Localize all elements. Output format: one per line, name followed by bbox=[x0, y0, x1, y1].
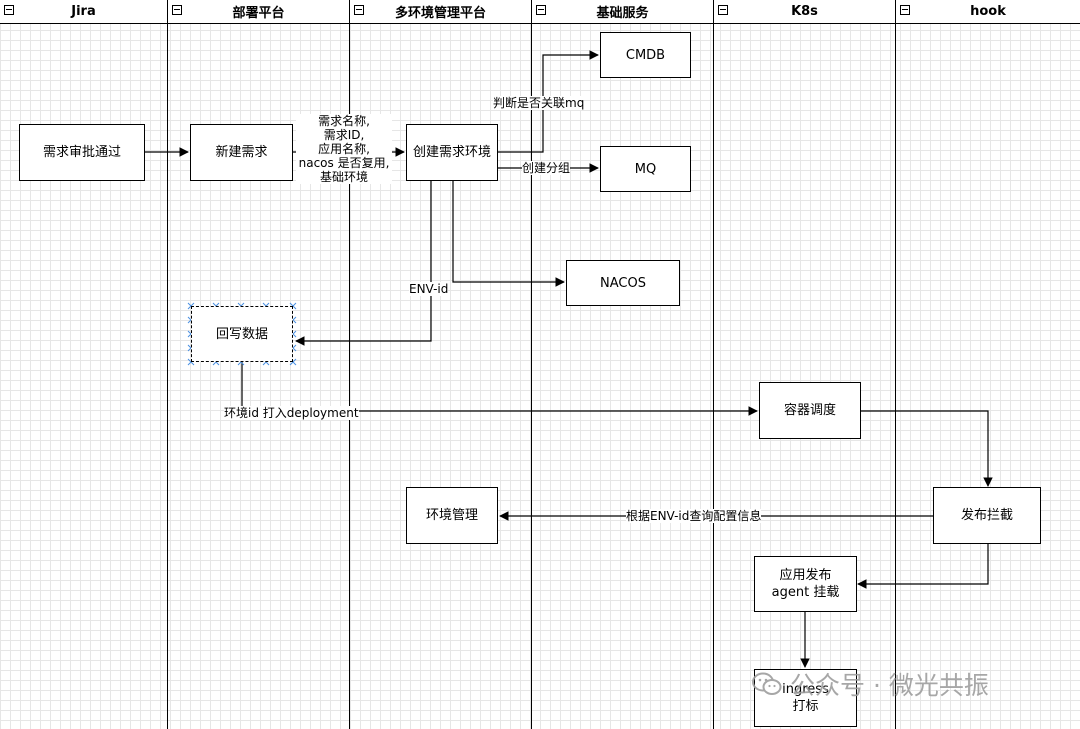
label-env-id: ENV-id bbox=[409, 282, 449, 296]
lane-title: 多环境管理平台 bbox=[394, 6, 486, 21]
label-inject-deployment: 环境id 打入deployment bbox=[224, 406, 359, 420]
lane-header-base-services[interactable]: 基础服务 bbox=[532, 0, 713, 24]
label-check-mq: 判断是否关联mq bbox=[493, 96, 585, 110]
lane-divider-3 bbox=[531, 0, 532, 729]
lane-title: Jira bbox=[71, 4, 96, 19]
lane-divider-2 bbox=[349, 0, 350, 729]
collapse-icon[interactable] bbox=[536, 5, 546, 15]
lane-divider-5 bbox=[895, 0, 896, 729]
lane-title: 部署平台 bbox=[232, 6, 285, 21]
lane-header-k8s[interactable]: K8s bbox=[714, 0, 895, 24]
node-env-manage[interactable]: 环境管理 bbox=[406, 487, 498, 544]
node-write-back[interactable]: 回写数据 bbox=[191, 306, 293, 362]
edge-schedule-to-intercept[interactable] bbox=[861, 410, 993, 487]
edge-create-to-writeback[interactable] bbox=[295, 180, 432, 346]
lane-title: 基础服务 bbox=[596, 6, 649, 21]
node-nacos[interactable]: NACOS bbox=[566, 260, 680, 306]
node-app-publish[interactable]: 应用发布 agent 挂载 bbox=[754, 556, 857, 612]
wechat-icon bbox=[752, 672, 782, 695]
node-new-demand[interactable]: 新建需求 bbox=[190, 124, 293, 181]
node-cmdb[interactable]: CMDB bbox=[600, 32, 691, 78]
label-demand-params: 需求名称, 需求ID, 应用名称, nacos 是否复用, 基础环境 bbox=[296, 114, 392, 184]
lane-divider-4 bbox=[713, 0, 714, 729]
lane-title: hook bbox=[970, 4, 1006, 19]
label-query-config: 根据ENV-id查询配置信息 bbox=[626, 509, 762, 523]
node-jira-approve[interactable]: 需求审批通过 bbox=[19, 124, 145, 181]
lane-header-multi-env-platform[interactable]: 多环境管理平台 bbox=[350, 0, 531, 24]
collapse-icon[interactable] bbox=[718, 5, 728, 15]
label-create-group: 创建分组 bbox=[522, 161, 571, 175]
watermark: 公众号 · 微光共振 bbox=[752, 666, 989, 702]
watermark-text: 公众号 · 微光共振 bbox=[790, 671, 989, 700]
lane-header-deploy-platform[interactable]: 部署平台 bbox=[168, 0, 349, 24]
edge-create-to-nacos[interactable] bbox=[452, 180, 565, 287]
node-create-env[interactable]: 创建需求环境 bbox=[406, 124, 498, 181]
collapse-icon[interactable] bbox=[4, 5, 14, 15]
node-publish-intercept[interactable]: 发布拦截 bbox=[933, 487, 1041, 544]
lane-divider-1 bbox=[167, 0, 168, 729]
node-container-schedule[interactable]: 容器调度 bbox=[759, 382, 861, 439]
lane-header-hook[interactable]: hook bbox=[896, 0, 1080, 24]
edge-writeback-to-schedule[interactable] bbox=[241, 362, 758, 416]
lane-title: K8s bbox=[791, 4, 818, 19]
edge-intercept-to-publish[interactable] bbox=[857, 544, 989, 589]
collapse-icon[interactable] bbox=[900, 5, 910, 15]
node-mq[interactable]: MQ bbox=[600, 146, 691, 192]
lane-header-jira[interactable]: Jira bbox=[0, 0, 167, 24]
collapse-icon[interactable] bbox=[172, 5, 182, 15]
collapse-icon[interactable] bbox=[354, 5, 364, 15]
